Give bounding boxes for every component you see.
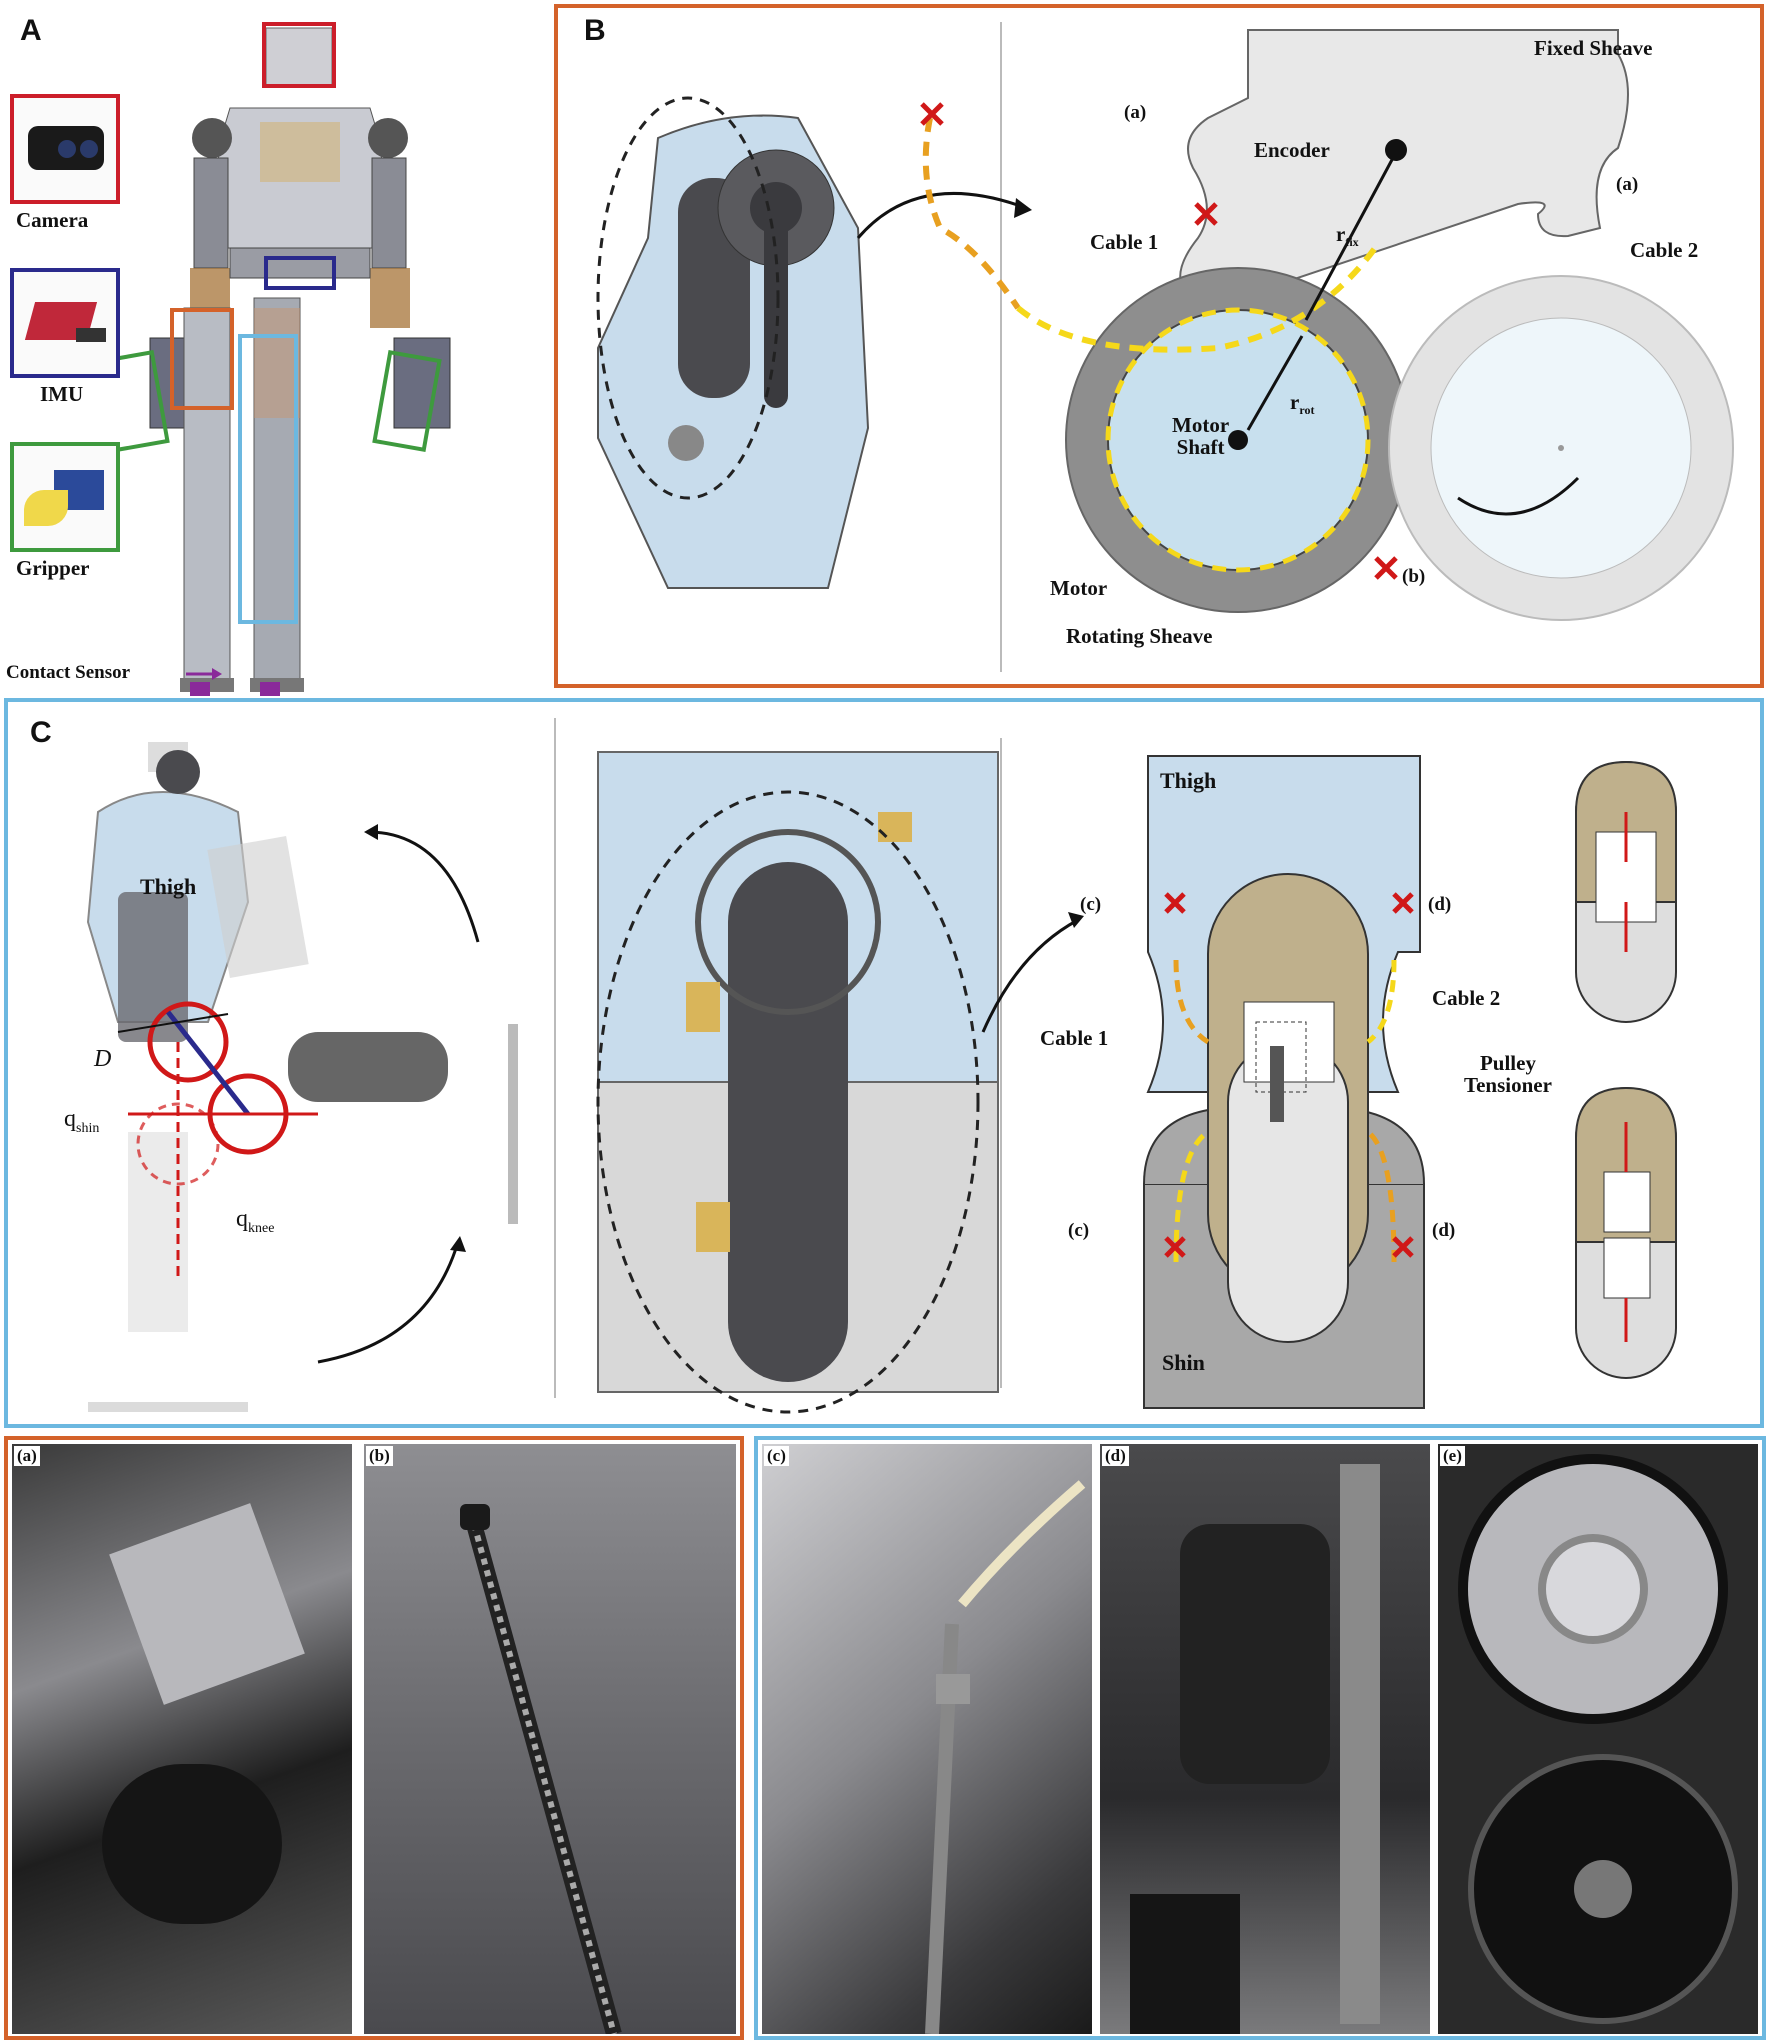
- motor-label: Motor: [1050, 576, 1108, 600]
- photo-d: [1100, 1444, 1430, 2034]
- mark-c-bottom: (c): [1068, 1220, 1090, 1241]
- photo-a: [12, 1444, 352, 2034]
- cable1-label-c: Cable 1: [1040, 1026, 1109, 1050]
- panel-b-divider: [1000, 22, 1002, 672]
- photo-e-tag: (e): [1440, 1446, 1465, 1466]
- panel-b-letter: B: [584, 14, 606, 47]
- photo-d-tag: (d): [1102, 1446, 1129, 1466]
- photo-e: [1438, 1444, 1758, 2034]
- shin-label-right: Shin: [1162, 1350, 1205, 1375]
- camera-box: [10, 94, 120, 204]
- camera-label: Camera: [16, 208, 89, 232]
- robot-illustration: [120, 22, 451, 696]
- contact-sensor-label: Contact Sensor: [6, 662, 131, 683]
- rotating-sheave-label: Rotating Sheave: [1066, 624, 1213, 648]
- imu-box: [10, 268, 120, 378]
- motor-back-photo: [1468, 1754, 1738, 2024]
- q-shin-label: qshin: [64, 1106, 100, 1136]
- d-label: D: [94, 1046, 112, 1072]
- shin-label-left: Shin: [332, 1134, 375, 1159]
- panel-b-frame: [554, 4, 1764, 688]
- gripper-label: Gripper: [16, 556, 90, 580]
- contact-arrow: [186, 668, 222, 680]
- imu-label: IMU: [40, 382, 84, 406]
- mark-d-bottom: (d): [1432, 1220, 1456, 1241]
- panel-c-divider-1: [554, 718, 556, 1398]
- mark-a-right: (a): [1616, 174, 1639, 195]
- motor-stator-photo: [1458, 1454, 1728, 1724]
- photo-b-tag: (b): [366, 1446, 393, 1466]
- panel-a-letter: A: [20, 14, 42, 47]
- panel-c-letter: C: [30, 716, 52, 749]
- encoder-label: Encoder: [1254, 138, 1330, 162]
- photo-b: [364, 1444, 736, 2037]
- camera-icon: [28, 126, 104, 170]
- mark-c-top: (c): [1080, 894, 1102, 915]
- thigh-label-left: Thigh: [140, 874, 197, 899]
- panel-c-drawing: [86, 742, 1677, 1414]
- panel-c-divider-2: [1000, 738, 1002, 1388]
- cable2-label-c: Cable 2: [1432, 986, 1501, 1010]
- cable2-label-b: Cable 2: [1630, 238, 1699, 262]
- photo-c-tag: (c): [764, 1446, 789, 1466]
- panel-c-frame: [4, 698, 1764, 1428]
- mark-d-top: (d): [1428, 894, 1452, 915]
- mark-b: (b): [1402, 566, 1426, 587]
- fixed-sheave-label: Fixed Sheave: [1534, 36, 1653, 60]
- thigh-label-right: Thigh: [1160, 768, 1217, 793]
- r-rot-label: rrot: [1290, 390, 1315, 418]
- photo-a-tag: (a): [14, 1446, 40, 1466]
- panel-b-drawing: [596, 29, 1734, 621]
- gripper-box: [10, 442, 120, 552]
- q-knee-label: qknee: [236, 1206, 275, 1236]
- photo-c: [762, 1444, 1092, 2035]
- mark-a-left: (a): [1124, 102, 1147, 123]
- cable1-label-b: Cable 1: [1090, 230, 1159, 254]
- r-fix-label: rfix: [1336, 222, 1359, 250]
